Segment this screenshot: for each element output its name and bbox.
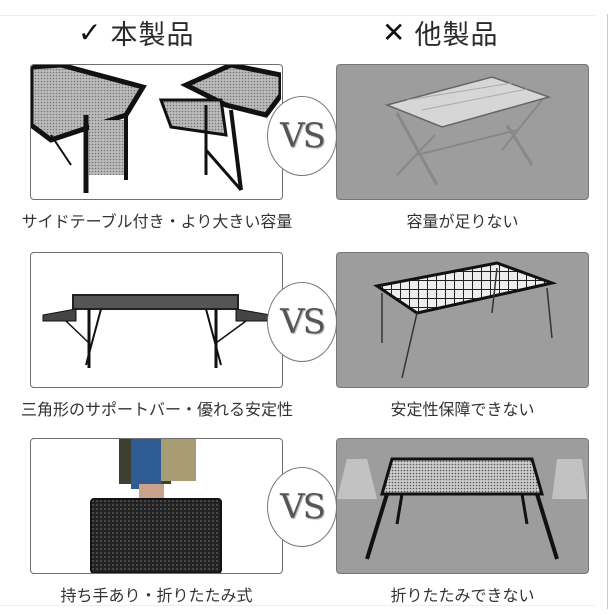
caption-not-foldable: 折りたたみできない (390, 586, 535, 605)
header-other-product: ✕ 他製品 (382, 14, 499, 51)
fixed-leg-table-illustration (337, 457, 587, 560)
vs-badge: VS (267, 467, 337, 547)
header-this-product: ✓ 本製品 (78, 14, 195, 51)
caption-side-tables: サイドテーブル付き・より大きい容量 (21, 212, 293, 231)
caption-stability-not-guaranteed: 安定性保障できない (390, 400, 535, 419)
header-other-product-title: 他製品 (414, 19, 499, 51)
caption-support-bars: 三角形のサポートバー・優れる安定性 (20, 400, 293, 419)
right-border (607, 14, 608, 609)
caption-insufficient-capacity: 容量が足りない (406, 212, 519, 231)
table-support-bars-illustration (42, 294, 272, 368)
product-image-support-bars (30, 252, 283, 388)
bottom-divider (0, 605, 595, 606)
product-image-side-tables (30, 64, 283, 200)
person-carrying-table-illustration (90, 439, 222, 573)
vs-badge: VS (267, 282, 337, 362)
caption-carry-handle-foldable: 持ち手あり・折りたたみ式 (60, 586, 253, 605)
competitor-image-roll-table (336, 64, 589, 200)
aluminum-table-illustration (384, 76, 552, 186)
check-icon: ✓ (78, 15, 103, 49)
wire-grid-table-illustration (373, 261, 558, 379)
header-this-product-title: 本製品 (110, 19, 195, 51)
competitor-image-fixed-legs (336, 438, 589, 574)
product-image-carry-handle (30, 438, 283, 574)
vs-badge: VS (267, 96, 337, 176)
mesh-table-illustration (31, 65, 281, 193)
x-icon: ✕ (382, 15, 407, 49)
top-divider (0, 15, 595, 16)
competitor-image-wire-grid (336, 252, 589, 388)
